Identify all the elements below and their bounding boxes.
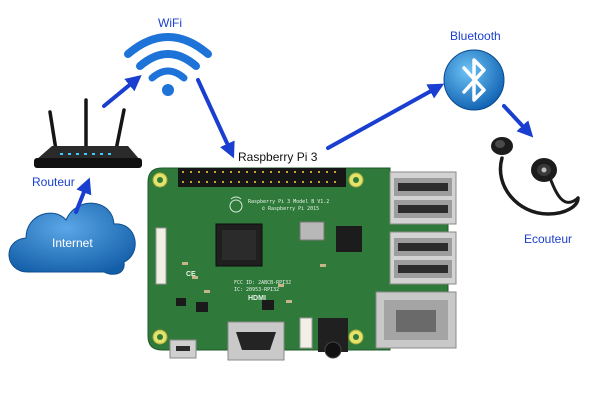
wifi-label: WiFi (158, 16, 182, 30)
bluetooth-label: Bluetooth (450, 29, 501, 43)
ce-mark: CE (186, 271, 196, 278)
arrow-raspberry-to-bluetooth (326, 83, 445, 150)
hdmi-silkscreen: HDMI (248, 295, 266, 302)
wifi-icon (124, 33, 212, 96)
arrow-bluetooth-to-earphone (502, 104, 534, 138)
internet-label: Internet (52, 236, 93, 250)
board-fcc-text: FCC ID: 2ABCB-RPI32 (234, 280, 291, 286)
usb-ports (389, 171, 457, 285)
hdmi-port (227, 321, 285, 361)
micro-usb-port (169, 339, 197, 359)
bluetooth-icon (443, 49, 505, 111)
router-icon (34, 98, 142, 168)
wireless-chip (299, 221, 325, 241)
router-label: Routeur (32, 175, 75, 189)
earphone-label: Ecouteur (524, 232, 572, 246)
display-connector (155, 227, 167, 285)
raspberry-label: Raspberry Pi 3 (238, 150, 318, 164)
usb-ethernet-chip (336, 226, 362, 252)
connection-arrows (74, 74, 534, 214)
earphone-icon (491, 137, 580, 216)
arrow-wifi-to-raspberry (196, 78, 235, 159)
board-year-text: © Raspberry Pi 2015 (262, 206, 319, 212)
board-ic-text: IC: 20953-RPI32 (234, 287, 279, 293)
cloud-icon (8, 202, 136, 275)
audio-jack (318, 318, 348, 359)
ethernet-port (375, 291, 457, 349)
board-model-text: Raspberry Pi 3 Model B V1.2 (248, 199, 329, 205)
arrow-router-to-wifi (102, 74, 142, 108)
arrow-internet-to-router (74, 177, 92, 214)
raspberry-pi-board: Raspberry Pi 3 Model B V1.2 © Raspberry … (147, 167, 457, 361)
raspberry-logo-icon (229, 196, 243, 213)
camera-connector (299, 317, 313, 349)
